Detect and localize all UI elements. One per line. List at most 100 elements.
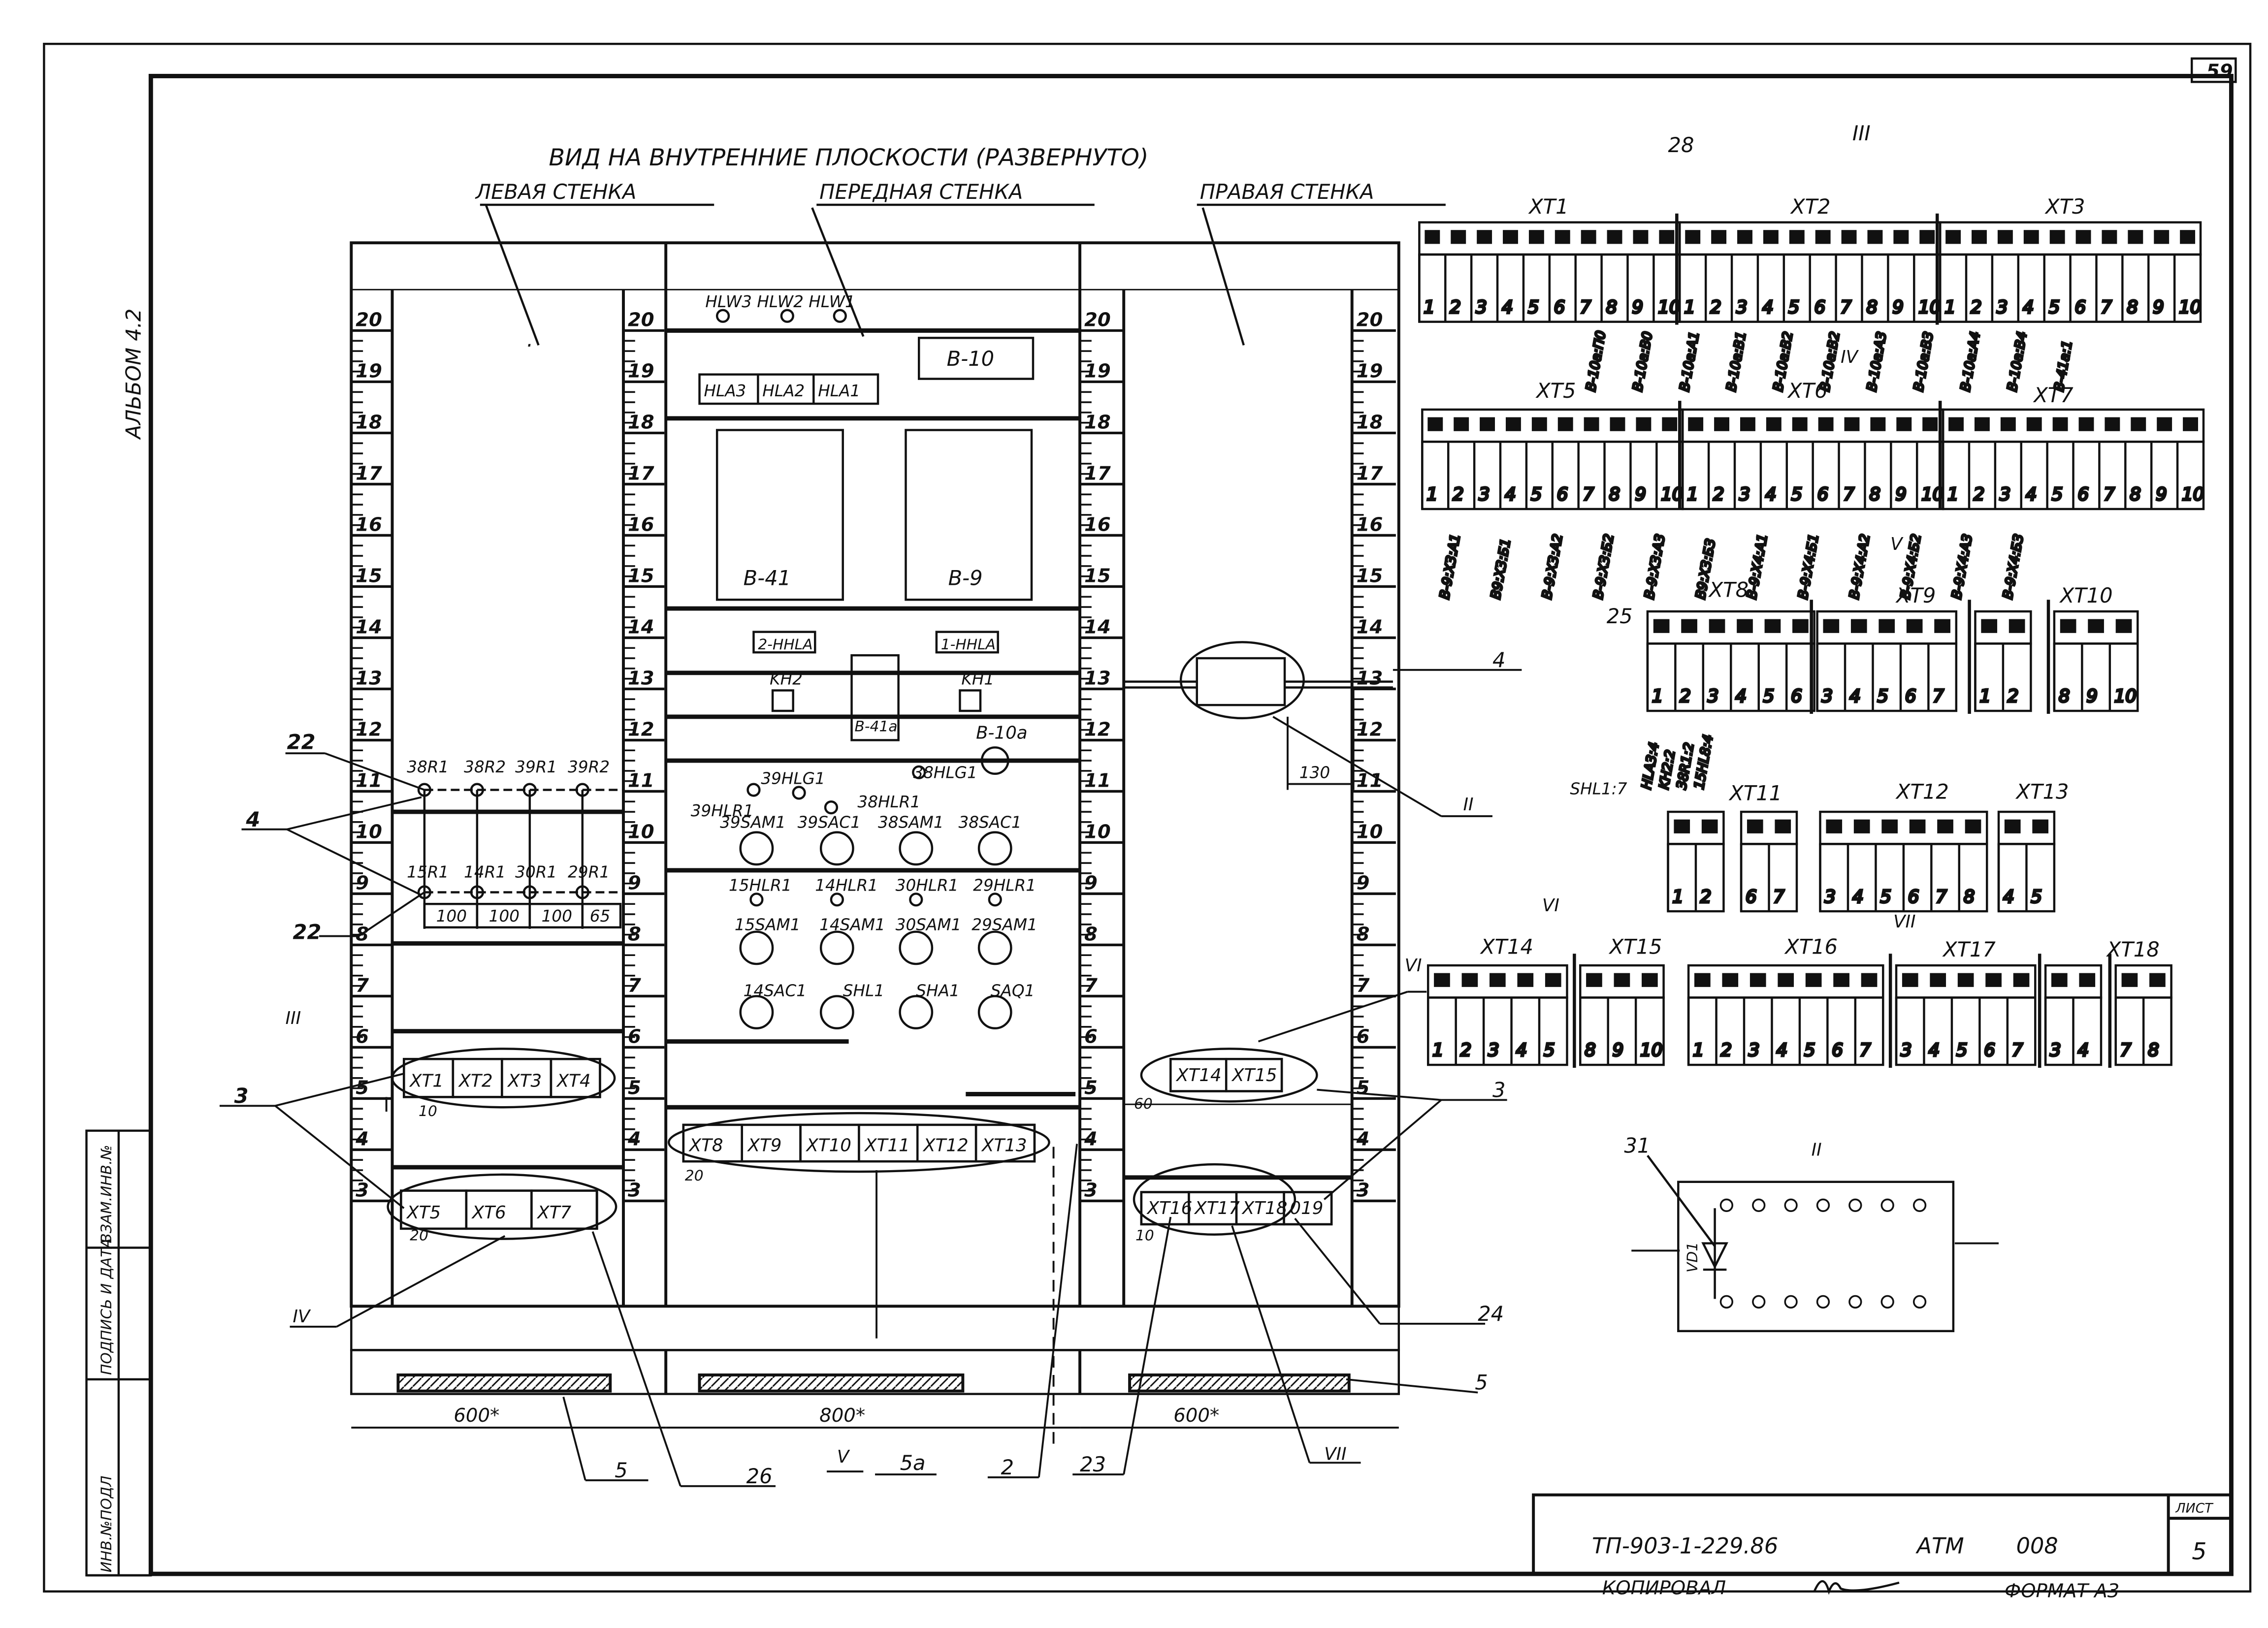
ruler-number: 18 xyxy=(628,412,654,434)
terminal-clip xyxy=(2023,230,2039,244)
terminal-clip xyxy=(2026,417,2042,431)
ruler-number: 20 xyxy=(356,309,382,331)
detail-ii-board xyxy=(1647,1154,1955,1333)
detail-ii-holes xyxy=(1719,1198,1927,1309)
terminal-clip xyxy=(2105,417,2120,431)
terminal-clip xyxy=(1945,230,1961,244)
ruler-number: 9 xyxy=(1084,872,1098,894)
wire-label: В-9:Х3:Б2 xyxy=(1590,533,1617,600)
wire-label: В-10а:В3 xyxy=(1911,330,1937,392)
terminal-clip xyxy=(1909,819,1926,833)
terminal-clip xyxy=(1427,417,1443,431)
terminal-clip xyxy=(2052,417,2068,431)
b10-label: В-10 xyxy=(947,347,994,371)
ruler-number: 7 xyxy=(628,975,641,997)
terminal-number: 3 xyxy=(1488,1040,1499,1060)
terminal-clip xyxy=(2013,973,2030,987)
terminal-clip xyxy=(2131,417,2146,431)
callout-5a: 5 xyxy=(615,1458,627,1482)
terminal-clip xyxy=(1823,619,1840,633)
terminal-number: 7 xyxy=(1583,484,1594,505)
xt15-title: XT15 xyxy=(1609,934,1662,958)
terminal-clip xyxy=(1505,417,1521,431)
terminal-clip xyxy=(1792,619,1809,633)
terminal-clip xyxy=(2149,973,2166,987)
terminal-clip xyxy=(2121,973,2138,987)
ruler-number: 11 xyxy=(628,770,654,792)
terminal-number: 7 xyxy=(1860,1040,1871,1060)
terminal-number: 7 xyxy=(1843,484,1854,505)
terminal-clip xyxy=(1881,819,1898,833)
terminal-clip xyxy=(1685,230,1701,244)
terminal-clip xyxy=(1815,230,1831,244)
terminal-number: 2 xyxy=(1713,484,1724,505)
dim-600-left: 600* xyxy=(454,1405,499,1427)
hlg-label-b: 38HLG1 xyxy=(913,764,977,782)
terminal-number: 9 xyxy=(2156,484,2167,505)
ruler-number: 15 xyxy=(1357,565,1383,587)
ruler-number: 14 xyxy=(356,616,382,638)
terminal-clip xyxy=(1614,973,1630,987)
terminal-number: 8 xyxy=(1609,484,1620,505)
terminal-clip xyxy=(1737,619,1753,633)
resistor-top-2: 39R1 xyxy=(515,758,557,776)
drawing-title: ВИД НА ВНУТРЕННИЕ ПЛОСКОСТИ (РАЗВЕРНУТО) xyxy=(549,144,1149,171)
b41a-label: В-41а xyxy=(854,718,897,735)
terminal-clip xyxy=(1893,230,1909,244)
board-hole xyxy=(1848,1198,1862,1212)
roman-ii-view: II xyxy=(1812,1140,1822,1160)
terminal-number: 4 xyxy=(2023,297,2034,318)
ruler-number: 8 xyxy=(1084,924,1098,946)
roman-iv-left: IV xyxy=(293,1307,312,1327)
ruler-number: 19 xyxy=(356,360,382,383)
left-terminal-a-cell xyxy=(550,1057,601,1098)
row1-label-2: 38SAM1 xyxy=(878,813,944,832)
hlr-label-a: 39HLR1 xyxy=(691,801,754,820)
kh1-label: KH1 xyxy=(961,670,994,689)
stamp-vzam: ВЗАМ.ИНВ.№ xyxy=(98,1145,115,1243)
terminal-clip xyxy=(1775,819,1791,833)
terminal-number: 7 xyxy=(2104,484,2115,505)
terminal-clip xyxy=(1451,230,1466,244)
terminal-number: 8 xyxy=(1869,484,1880,505)
terminal-clip xyxy=(1642,973,1658,987)
ruler-number: 14 xyxy=(628,616,654,638)
terminal-number: 2 xyxy=(1974,484,1985,505)
terminal-number: 3 xyxy=(1736,297,1748,318)
roman-v-bottom: V xyxy=(837,1447,850,1467)
terminal-number: 1 xyxy=(1684,297,1695,318)
terminal-clip xyxy=(1722,973,1739,987)
ruler-number: 5 xyxy=(628,1077,641,1099)
terminal-number: 6 xyxy=(1832,1040,1843,1060)
ruler-number: 18 xyxy=(1357,412,1383,434)
right-terminal-b-label: 019 xyxy=(1290,1198,1323,1218)
terminal-clip xyxy=(1981,619,1998,633)
left-terminal-b-cell xyxy=(530,1189,598,1230)
terminal-number: 2 xyxy=(2008,686,2019,706)
callout-28: 28 xyxy=(1668,133,1694,157)
terminal-number: 10 xyxy=(1640,1040,1662,1060)
ruler-number: 19 xyxy=(1357,360,1383,383)
callout-31: 31 xyxy=(1624,1133,1650,1157)
xt9-title: XT9 xyxy=(1895,583,1936,607)
terminal-number: 9 xyxy=(2086,686,2098,706)
terminal-number: 5 xyxy=(1880,887,1891,907)
terminal-number: 8 xyxy=(2130,484,2141,505)
sheet-number-top: 59 xyxy=(2206,60,2233,82)
terminal-clip xyxy=(1972,230,1987,244)
ruler-number: 3 xyxy=(1084,1179,1098,1201)
b9-label: В-9 xyxy=(948,566,983,590)
terminal-clip xyxy=(1948,417,1964,431)
terminal-number: 2 xyxy=(1460,1040,1472,1060)
ruler-number: 3 xyxy=(628,1179,641,1201)
terminal-number: 5 xyxy=(1763,686,1775,706)
terminal-clip xyxy=(1763,230,1779,244)
ruler-number: 13 xyxy=(356,668,382,690)
terminal-clip xyxy=(1818,417,1834,431)
front-terminal-label: XT9 xyxy=(747,1135,782,1155)
terminal-number: 3 xyxy=(1708,686,1719,706)
terminal-number: 5 xyxy=(1531,484,1542,505)
ruler-number: 12 xyxy=(628,719,654,741)
right-wall-label: ПРАВАЯ СТЕНКА xyxy=(1200,180,1374,204)
